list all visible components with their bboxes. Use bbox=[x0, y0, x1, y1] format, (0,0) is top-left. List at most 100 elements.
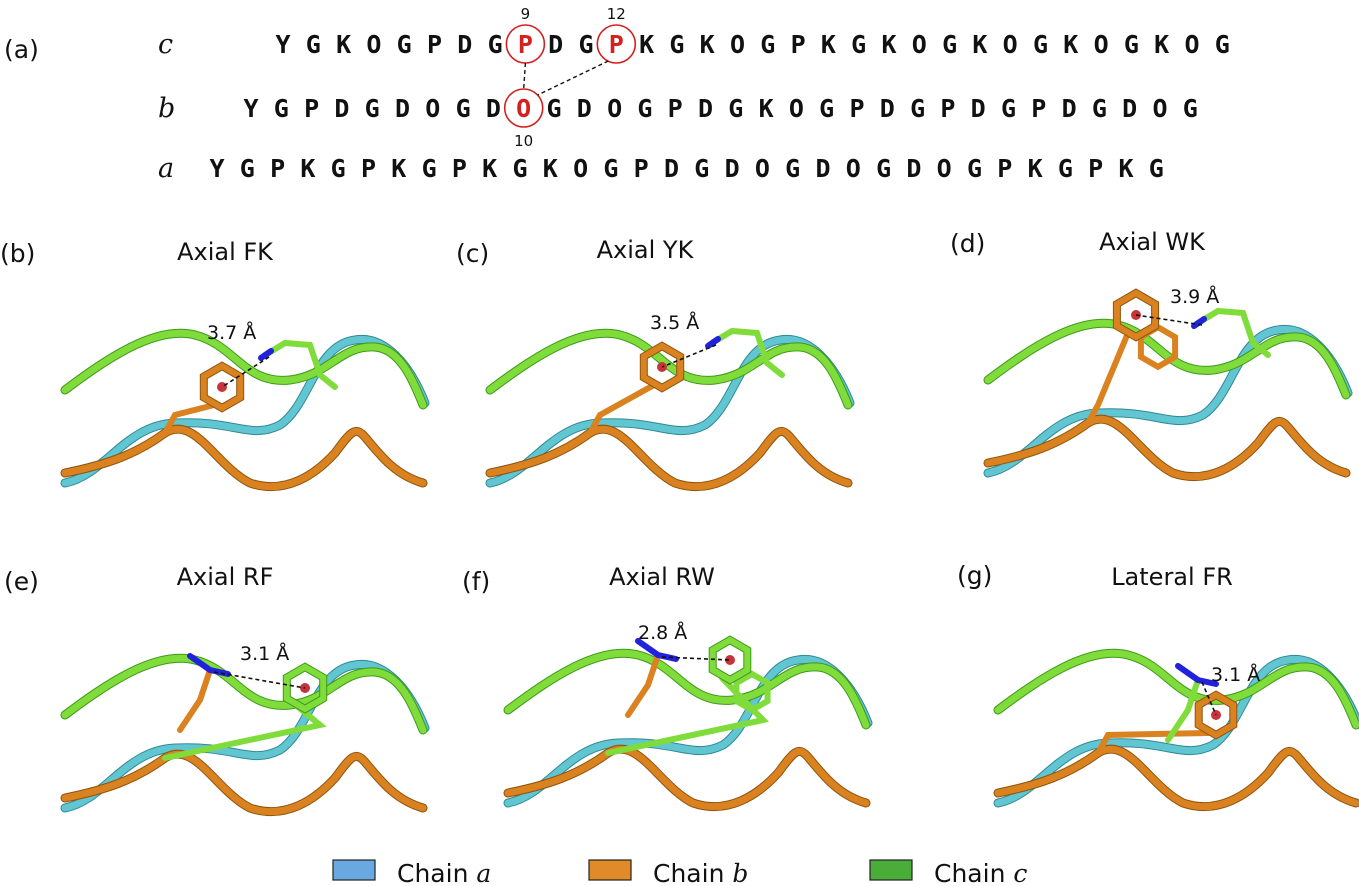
residue-b-19: O bbox=[789, 94, 804, 123]
panel-title: Axial RW bbox=[609, 563, 715, 591]
residue-a-29: G bbox=[1058, 154, 1073, 183]
legend-item-chain-c: Chain c bbox=[869, 859, 1027, 886]
residue-c-12: P bbox=[609, 30, 624, 59]
lysine-stick bbox=[262, 339, 338, 390]
structure-panel-3: (d)Axial WK3.9 Å bbox=[950, 228, 1353, 482]
residue-b-12: D bbox=[577, 94, 592, 123]
structure-panel-2: (c)Axial YK3.5 Å bbox=[456, 236, 855, 492]
residue-c-4: O bbox=[366, 30, 381, 59]
residue-a-14: G bbox=[603, 154, 618, 183]
residue-a-8: G bbox=[422, 154, 437, 183]
panel-title: Axial FK bbox=[177, 238, 274, 266]
residue-a-20: G bbox=[785, 154, 800, 183]
residue-b-22: D bbox=[880, 94, 895, 123]
ring-centroid bbox=[725, 655, 735, 665]
residue-a-5: G bbox=[331, 154, 346, 183]
residue-c-19: K bbox=[821, 30, 836, 59]
residue-b-30: D bbox=[1122, 94, 1137, 123]
residue-number-12: 12 bbox=[607, 5, 626, 23]
residue-a-2: G bbox=[240, 154, 255, 183]
residue-a-19: O bbox=[755, 154, 770, 183]
panel-label: (g) bbox=[957, 561, 992, 590]
legend-item-chain-b: Chain b bbox=[588, 859, 748, 886]
aromatic-ring bbox=[283, 663, 327, 713]
residue-c-3: K bbox=[336, 30, 351, 59]
residue-b-23: G bbox=[910, 94, 925, 123]
residue-c-5: G bbox=[397, 30, 412, 59]
residue-b-17: G bbox=[728, 94, 743, 123]
side-chain-stick bbox=[162, 402, 217, 436]
chain-b-ribbon bbox=[61, 425, 427, 491]
panel-label: (e) bbox=[4, 567, 39, 596]
residue-b-27: P bbox=[1031, 94, 1046, 123]
residue-a-26: G bbox=[967, 154, 982, 183]
highlight-circle-b-10 bbox=[503, 88, 544, 128]
chain-c-ribbon bbox=[61, 329, 427, 409]
residue-b-8: G bbox=[456, 94, 471, 123]
chain-b-ribbon bbox=[486, 425, 852, 491]
aromatic-ring bbox=[709, 636, 751, 684]
residue-number-9: 9 bbox=[521, 5, 531, 23]
contact-dash bbox=[213, 671, 306, 689]
chain-b-ribbon bbox=[504, 745, 870, 811]
distance-label: 3.1 Å bbox=[240, 642, 289, 665]
legend-swatch bbox=[332, 859, 376, 881]
residue-b-18: K bbox=[759, 94, 774, 123]
nitrogen-atom bbox=[207, 667, 231, 677]
contact-dash bbox=[661, 344, 717, 368]
residue-b-15: P bbox=[668, 94, 683, 123]
panel-title: Axial RF bbox=[177, 563, 274, 591]
residue-a-24: D bbox=[906, 154, 921, 183]
residue-c-26: G bbox=[1033, 30, 1048, 59]
aromatic-ring bbox=[1195, 691, 1237, 739]
residue-c-11: G bbox=[578, 30, 593, 59]
chain-c-ribbon bbox=[61, 654, 427, 734]
chain-c-ribbon bbox=[984, 319, 1350, 399]
legend-label: Chain b bbox=[653, 859, 748, 886]
chain-c-ribbon bbox=[486, 329, 852, 409]
nitrogen-atom bbox=[187, 653, 213, 673]
chain-label-b: b bbox=[158, 93, 175, 124]
residue-c-28: O bbox=[1094, 30, 1109, 59]
structure-panel-1: (b)Axial FK3.7 Å bbox=[0, 238, 430, 492]
contact-dash bbox=[1201, 681, 1217, 716]
residue-b-21: P bbox=[849, 94, 864, 123]
legend-prefix: Chain bbox=[934, 859, 1013, 886]
residue-a-11: G bbox=[512, 154, 527, 183]
distance-label: 2.8 Å bbox=[638, 621, 687, 644]
residue-b-7: O bbox=[425, 94, 440, 123]
side-chain-stick bbox=[587, 382, 657, 436]
residue-b-11: G bbox=[546, 94, 561, 123]
residue-b-5: G bbox=[365, 94, 380, 123]
nitrogen-atom bbox=[1175, 663, 1201, 683]
residue-a-7: K bbox=[391, 154, 406, 183]
residue-a-21: D bbox=[815, 154, 830, 183]
lysine-stick bbox=[709, 327, 785, 378]
residue-a-1: Y bbox=[209, 154, 224, 183]
residue-a-17: G bbox=[694, 154, 709, 183]
distance-label: 3.9 Å bbox=[1170, 285, 1219, 308]
legend-item-chain-a: Chain a bbox=[332, 859, 491, 886]
residue-b-29: G bbox=[1092, 94, 1107, 123]
distance-label: 3.7 Å bbox=[207, 321, 256, 344]
legend-prefix: Chain bbox=[397, 859, 476, 886]
nitrogen-atom bbox=[635, 638, 661, 658]
residue-b-1: Y bbox=[243, 94, 258, 123]
residue-b-3: P bbox=[304, 94, 319, 123]
residue-a-30: P bbox=[1088, 154, 1103, 183]
chain-b-ribbon bbox=[994, 745, 1359, 811]
residue-a-23: G bbox=[876, 154, 891, 183]
residue-c-8: G bbox=[488, 30, 503, 59]
arginine-stick bbox=[1165, 677, 1201, 743]
panel-title: Axial WK bbox=[1099, 228, 1206, 256]
residue-b-14: G bbox=[637, 94, 652, 123]
structure-panels: (b)Axial FK3.7 Å(c)Axial YK3.5 Å(d)Axial… bbox=[0, 228, 1359, 817]
distance-label: 3.5 Å bbox=[650, 311, 699, 334]
residue-a-25: O bbox=[937, 154, 952, 183]
residue-c-17: G bbox=[760, 30, 775, 59]
residue-c-32: G bbox=[1215, 30, 1230, 59]
residue-a-13: O bbox=[573, 154, 588, 183]
